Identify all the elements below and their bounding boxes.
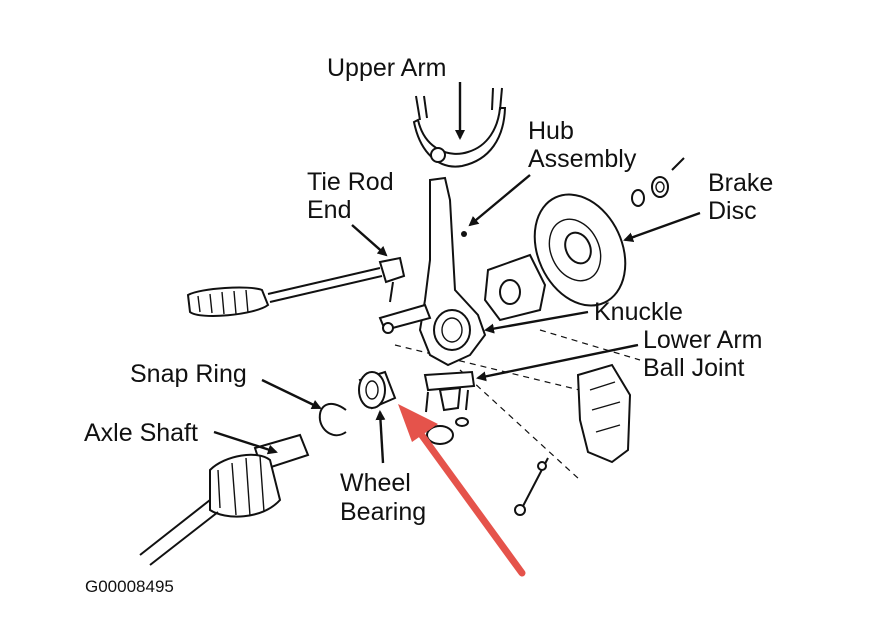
label-lower-arm-ball-joint-line2: Ball Joint — [643, 354, 744, 382]
leader-arrows — [213, 82, 701, 464]
label-upper-arm: Upper Arm — [327, 54, 446, 82]
label-wheel-bearing-line1: Wheel — [340, 469, 411, 497]
hub-assembly-part — [461, 231, 547, 322]
hub-nut-part — [631, 157, 685, 207]
axle-shaft-part — [139, 433, 310, 566]
label-hub-assembly-line2: Assembly — [528, 145, 637, 173]
tie-rod-part — [186, 256, 406, 334]
arrow-lower-arm-ball-joint — [476, 343, 639, 382]
label-lower-arm-ball-joint-line1: Lower Arm — [643, 326, 762, 354]
snap-ring-part — [318, 402, 347, 437]
label-knuckle: Knuckle — [594, 298, 683, 326]
arrow-knuckle — [484, 310, 589, 334]
arrow-hub-assembly — [468, 174, 531, 227]
wheel-bearing-part — [358, 370, 397, 410]
brake-caliper-part — [514, 363, 632, 516]
part-labels: Upper Arm Hub Assembly Brake Disc Tie Ro… — [84, 54, 773, 596]
label-wheel-bearing-line2: Bearing — [340, 498, 426, 526]
lower-arm-ball-joint-part — [423, 370, 476, 445]
label-brake-disc-line1: Brake — [708, 169, 773, 197]
label-snap-ring: Snap Ring — [130, 360, 247, 388]
arrow-brake-disc — [623, 211, 701, 242]
arrow-tie-rod-end — [351, 224, 388, 257]
label-tie-rod-end-line2: End — [307, 196, 351, 224]
label-hub-assembly-line1: Hub — [528, 117, 574, 145]
arrow-axle-shaft — [213, 430, 278, 455]
figure-code: G00008495 — [85, 577, 174, 596]
label-axle-shaft: Axle Shaft — [84, 419, 198, 447]
arrow-wheel-bearing — [375, 410, 386, 464]
highlight-arrow — [398, 404, 526, 577]
label-brake-disc-line2: Disc — [708, 197, 757, 225]
upper-arm-part — [412, 87, 507, 168]
label-tie-rod-end-line1: Tie Rod — [307, 168, 394, 196]
arrow-snap-ring — [261, 378, 322, 410]
knuckle-part — [378, 176, 487, 367]
brake-disc-part — [533, 193, 627, 307]
